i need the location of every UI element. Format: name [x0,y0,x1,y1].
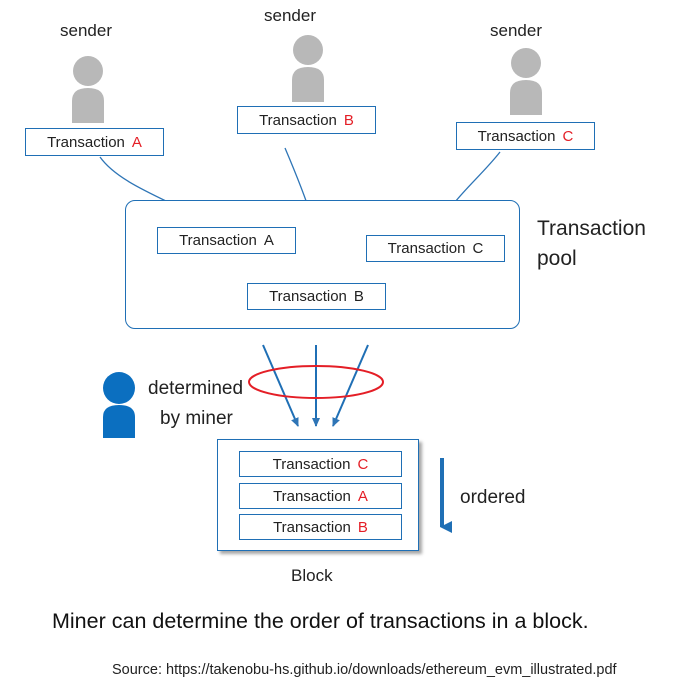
pool-transaction-c: Transaction C [366,235,505,262]
miner-label-line1: determined [148,378,244,399]
miner-label-line2: by miner [160,408,233,429]
transaction-prefix: Transaction [47,133,125,151]
transaction-prefix: Transaction [273,518,351,536]
sender-label-c: sender [490,21,542,40]
sender-label-b: sender [264,6,316,25]
pool-label-line1: Transaction [537,217,646,240]
transaction-prefix: Transaction [179,232,257,249]
sender-label-a: sender [60,21,112,40]
transaction-id: A [357,487,368,505]
pool-label: Transaction pool [537,214,646,274]
transaction-prefix: Transaction [272,455,351,473]
transaction-prefix: Transaction [269,288,347,305]
transaction-id: B [357,518,368,536]
block-transaction-c: Transaction C [239,451,402,477]
diagram-caption: Miner can determine the order of transac… [52,609,589,633]
sender-transaction-a: Transaction A [25,128,164,156]
transaction-id: B [353,288,364,305]
transaction-prefix: Transaction [477,127,556,145]
transaction-id: A [263,232,274,249]
source-citation: Source: https://takenobu-hs.github.io/do… [112,662,617,678]
transaction-prefix: Transaction [259,111,337,129]
transaction-id: C [472,240,484,257]
ordered-label: ordered [460,487,526,508]
transaction-prefix: Transaction [273,487,351,505]
transaction-id: A [131,133,142,151]
pool-label-line2: pool [537,247,577,270]
pool-transaction-b: Transaction B [247,283,386,310]
transaction-id: C [357,455,369,473]
block-transaction-b: Transaction B [239,514,402,540]
transaction-id: C [562,127,574,145]
block-transaction-a: Transaction A [239,483,402,509]
sender-a-person-icon [72,56,104,123]
arrow-pool-to-block-left [262,344,299,427]
selection-highlight-ellipse [248,365,384,399]
transaction-prefix: Transaction [387,240,466,257]
sender-b-person-icon [292,35,324,102]
sender-transaction-b: Transaction B [237,106,376,134]
sender-transaction-c: Transaction C [456,122,595,150]
pool-transaction-a: Transaction A [157,227,296,254]
sender-c-person-icon [510,48,542,115]
miner-label: determined by miner [148,374,243,434]
miner-person-icon [103,372,135,438]
arrow-pool-to-block-right [332,344,369,427]
transaction-id: B [343,111,354,129]
block-label: Block [291,566,333,585]
